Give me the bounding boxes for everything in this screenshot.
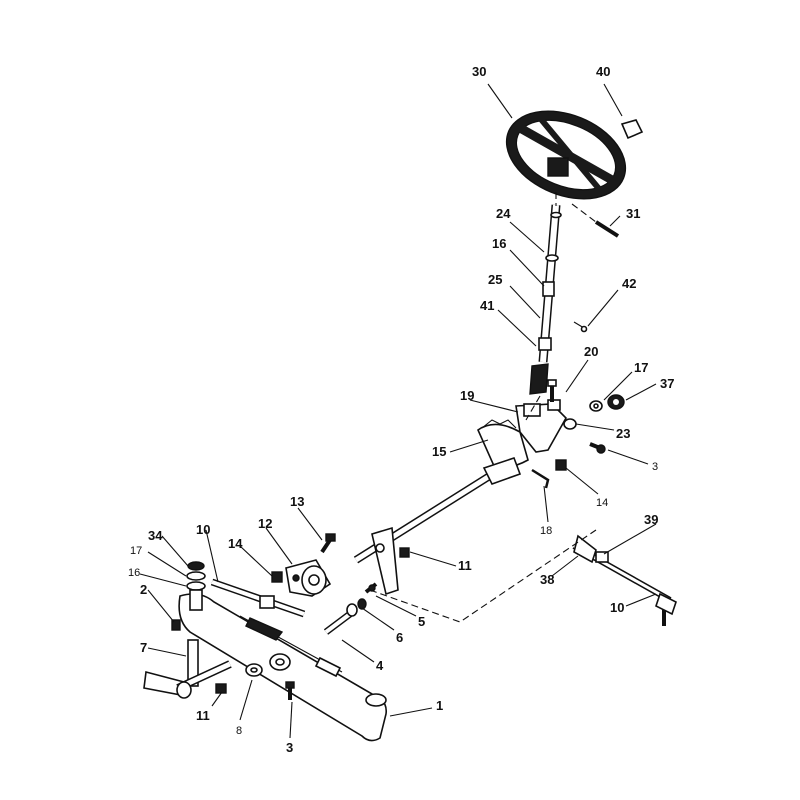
callout-24: 24 — [496, 206, 511, 221]
assembly-line-pin — [571, 203, 597, 223]
callout-7: 7 — [140, 640, 147, 655]
assembly-line-tierod — [369, 529, 597, 623]
callout-41: 41 — [480, 298, 494, 313]
callout-14-bracket: 14 — [596, 497, 608, 509]
callout-2: 2 — [140, 582, 147, 597]
steering-wheel — [505, 110, 627, 200]
callout-42: 42 — [622, 276, 636, 291]
callout-1: 1 — [436, 698, 443, 713]
leader-lines — [139, 83, 657, 739]
assembly-line-sector — [525, 395, 541, 421]
callout-38: 38 — [540, 572, 554, 587]
callout-3-axle: 3 — [286, 740, 293, 755]
bolt-13 — [320, 533, 336, 554]
callout-30: 30 — [472, 64, 486, 79]
axle-pivot-washer — [269, 653, 291, 671]
callout-37: 37 — [660, 376, 674, 391]
wheel-cap — [620, 119, 644, 140]
callout-20: 20 — [584, 344, 598, 359]
nut-14-lower — [271, 571, 283, 583]
tie-rod-left — [210, 578, 306, 618]
callout-18: 18 — [540, 525, 552, 537]
spindle — [143, 639, 232, 699]
callout-25: 25 — [488, 272, 502, 287]
callout-39: 39 — [644, 512, 658, 527]
callout-10-right: 10 — [610, 600, 624, 615]
washer-6 — [346, 598, 367, 617]
callout-31: 31 — [626, 206, 640, 221]
nut-14-upper — [555, 459, 567, 471]
nut-37 — [607, 394, 625, 410]
pin-18 — [531, 468, 550, 489]
nut-11-lower — [215, 683, 227, 694]
callout-11-spindle: 11 — [196, 708, 210, 723]
roll-pin — [594, 220, 620, 238]
cotter-pin — [573, 321, 588, 333]
callout-14-pivot: 14 — [228, 536, 243, 551]
callout-17-stack: 17 — [130, 545, 142, 557]
nut-11-upper — [399, 547, 410, 558]
callout-17-bracket: 17 — [634, 360, 648, 375]
callout-11-rod: 11 — [458, 558, 472, 573]
bolt-3-upper — [589, 442, 606, 454]
callout-23: 23 — [616, 426, 630, 441]
callout-4: 4 — [376, 658, 384, 673]
callout-16-stack: 16 — [128, 567, 140, 579]
callout-16-shaft: 16 — [492, 236, 506, 251]
pivot-bolt-4 — [323, 611, 353, 635]
callout-19: 19 — [460, 388, 474, 403]
washer-8 — [245, 663, 263, 677]
pivot-bracket — [285, 559, 332, 597]
callout-15: 15 — [432, 444, 446, 459]
steering-shaft — [529, 204, 562, 395]
tie-rod-right — [572, 534, 677, 626]
king-pin-stack — [186, 561, 206, 611]
grease-fitting-2 — [171, 619, 181, 631]
washer-17 — [589, 400, 603, 412]
callout-5: 5 — [418, 614, 425, 629]
callout-6: 6 — [396, 630, 403, 645]
callout-13: 13 — [290, 494, 304, 509]
bolt-20 — [547, 379, 557, 402]
callout-34: 34 — [148, 528, 163, 543]
callout-40: 40 — [596, 64, 610, 79]
callout-10-left: 10 — [196, 522, 210, 537]
bushing-23 — [563, 418, 577, 430]
callout-12: 12 — [258, 516, 272, 531]
bolt-3-lower — [285, 681, 295, 700]
callout-8: 8 — [236, 725, 242, 737]
callout-3-bracket: 3 — [652, 461, 658, 473]
pitman-arm — [371, 526, 399, 596]
